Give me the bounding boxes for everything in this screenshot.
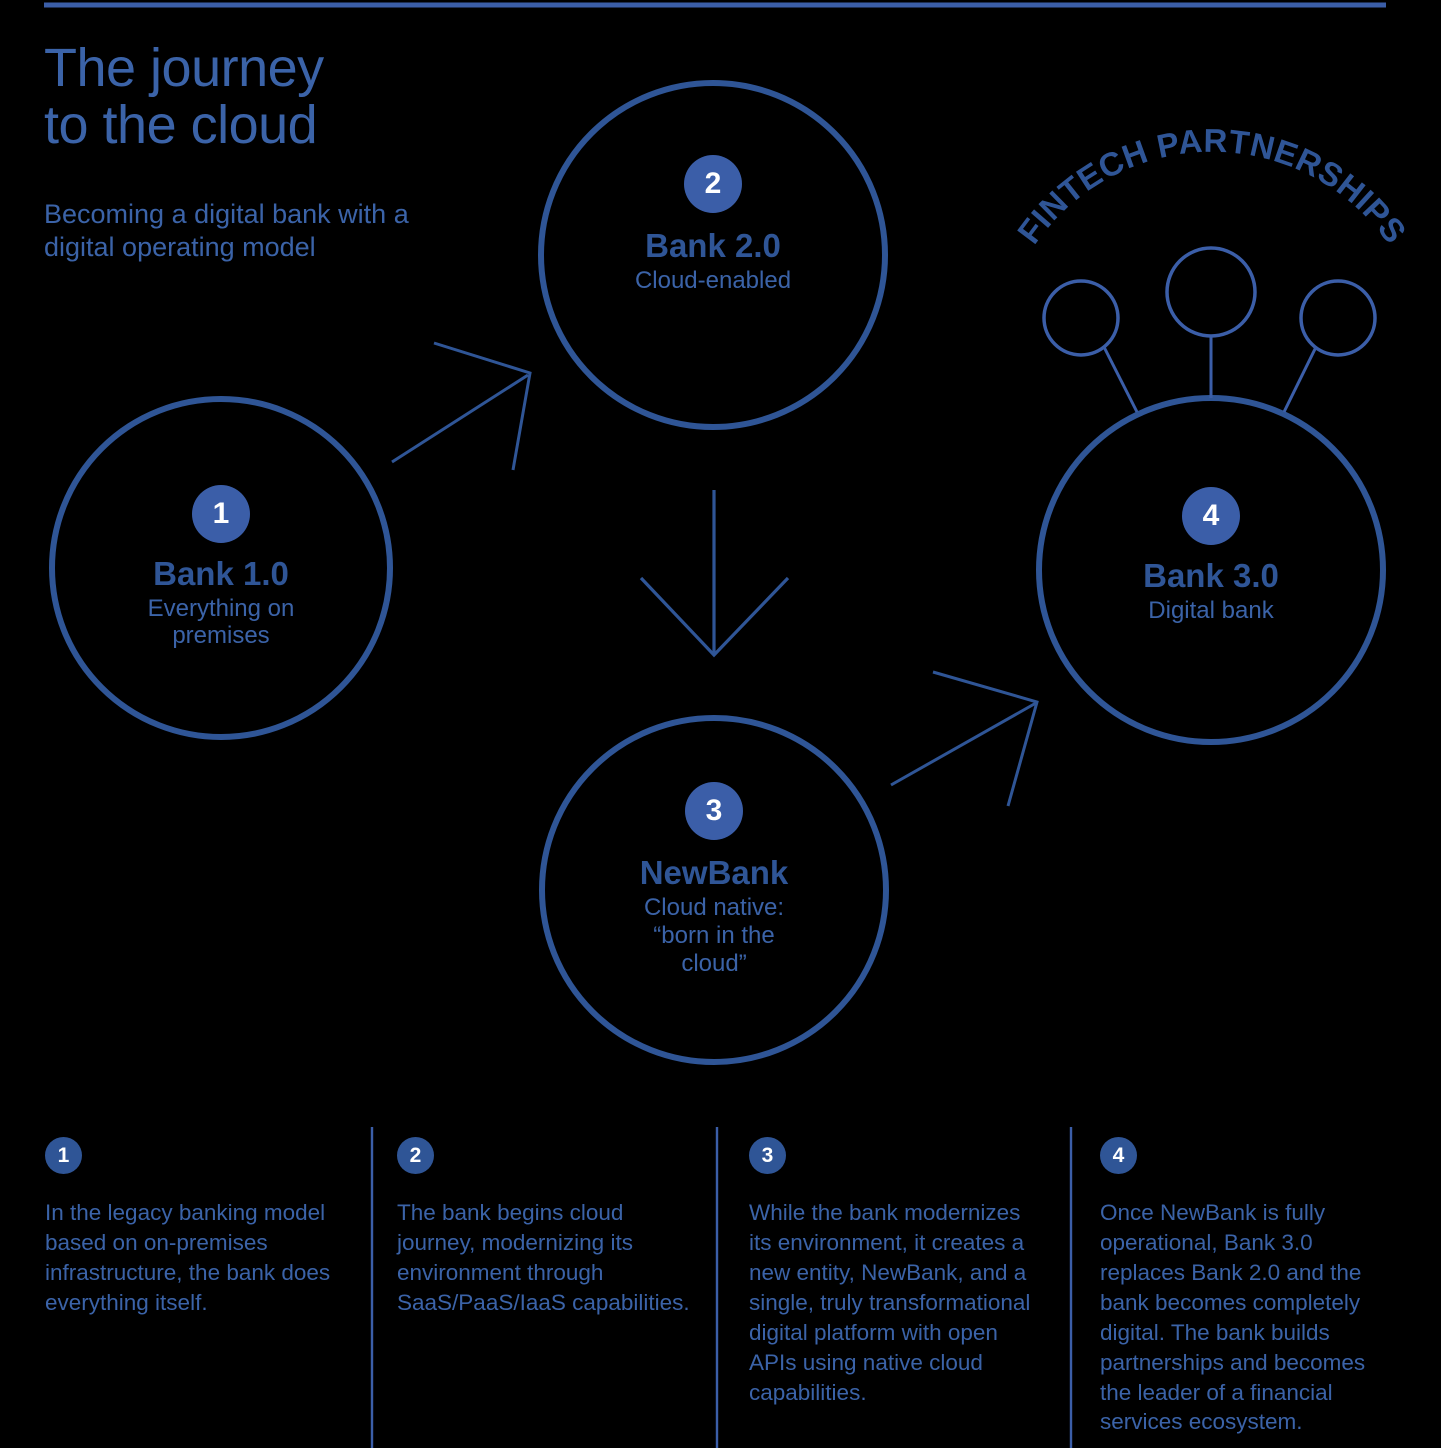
arrow-bank2-to-newbank [639, 490, 790, 658]
node-name-3: NewBank [639, 854, 789, 891]
node-badge-1: 1 [192, 485, 250, 543]
fintech-satellite-1 [1042, 279, 1120, 357]
page-title: The journey to the cloud [44, 38, 514, 156]
circle-bank-2 [538, 80, 888, 430]
node-subtitle-2-line-1: Cloud-enabled [634, 267, 792, 294]
footnote-column-2: 2 The bank begins cloud journey, moderni… [397, 1137, 697, 1318]
node-subtitle-1-line-2: premises [172, 622, 270, 650]
node-newbank: 3 NewBank Cloud native: “born in the clo… [569, 782, 859, 977]
node-badge-2: 2 [684, 155, 742, 213]
fintech-satellite-3 [1299, 279, 1377, 357]
footnote-column-1: 1 In the legacy banking model based on o… [45, 1137, 345, 1318]
page-subtitle: Becoming a digital bank with a digital o… [44, 199, 409, 262]
footnote-badge-2: 2 [397, 1137, 434, 1174]
page-title-line-1: The journey [44, 38, 324, 98]
fintech-connector-1 [1102, 346, 1139, 413]
footnote-badge-3: 3 [749, 1137, 786, 1174]
node-subtitle-3-line-2: “born in the [653, 921, 775, 949]
node-subtitle-1-line-1: Everything on [147, 595, 295, 622]
footnote-column-3: 3 While the bank modernizes its environm… [749, 1137, 1049, 1407]
node-badge-3: 3 [685, 782, 743, 840]
footnote-column-4: 4 Once NewBank is fully operational, Ban… [1100, 1137, 1400, 1437]
footnote-text-2: The bank begins cloud journey, modernizi… [397, 1200, 690, 1315]
node-name-2: Bank 2.0 [645, 227, 781, 264]
fintech-satellite-2 [1165, 246, 1257, 338]
node-name-1: Bank 1.0 [153, 555, 289, 592]
footnote-badge-4: 4 [1100, 1137, 1137, 1174]
node-subtitle-3-line-1: Cloud native: [643, 894, 785, 921]
node-subtitle-1: Everything on premises [76, 595, 366, 650]
arrow-newbank-to-bank3 [890, 670, 1039, 807]
node-subtitle-3-line-3: cloud” [681, 949, 747, 977]
page-title-line-2: to the cloud [44, 95, 318, 156]
node-subtitle-4: Digital bank [1066, 597, 1356, 624]
arrow-bank1-to-bank2 [391, 341, 532, 471]
footnote-text-4: Once NewBank is fully operational, Bank … [1100, 1200, 1366, 1435]
footnote-text-1: In the legacy banking model based on on-… [45, 1200, 331, 1315]
fintech-connector-3 [1282, 346, 1318, 413]
circle-bank-1 [49, 396, 393, 740]
node-badge-4: 4 [1182, 487, 1240, 545]
node-subtitle-2: Cloud-enabled [568, 267, 858, 294]
footnote-badge-1: 1 [45, 1137, 82, 1174]
node-bank-2: 2 Bank 2.0 Cloud-enabled [568, 155, 858, 294]
node-bank-1: 1 Bank 1.0 Everything on premises [76, 485, 366, 650]
node-subtitle-4-line-1: Digital bank [1148, 597, 1274, 624]
fintech-partnerships-label: FINTECH PARTNERSHIPS [1010, 122, 1414, 250]
circle-newbank [539, 715, 889, 1065]
node-name-4: Bank 3.0 [1143, 557, 1279, 594]
footnote-text-3: While the bank modernizes its environmen… [749, 1200, 1031, 1405]
node-subtitle-3: Cloud native: “born in the cloud” [569, 894, 859, 977]
node-bank-3: 4 Bank 3.0 Digital bank [1066, 487, 1356, 624]
